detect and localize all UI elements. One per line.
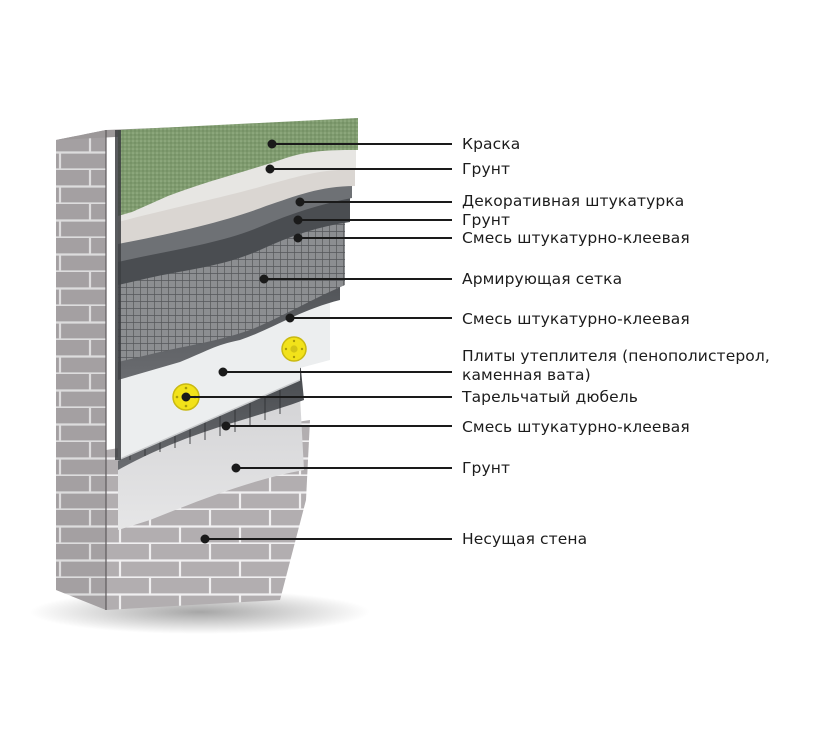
leader-dot-paint (267, 139, 277, 149)
leader-dot-adhesive-1 (293, 233, 303, 243)
label-adhesive-mix-2: Смесь штукатурно-клеевая (462, 310, 690, 328)
leader-dot-primer-1 (265, 164, 275, 174)
wall-side-shade (56, 130, 106, 610)
leader-dot-primer-3 (231, 463, 241, 473)
label-insulation-line-2: каменная вата) (462, 366, 591, 384)
label-primer-1: Грунт (462, 160, 511, 178)
label-insulation-line-1: Плиты утеплителя (пенополистерол, (462, 347, 770, 365)
label-disc-dowel: Тарельчатый дюбель (462, 388, 639, 406)
label-decorative-plaster: Декоративная штукатурка (462, 192, 685, 210)
leader-dot-wall (200, 534, 210, 544)
label-load-bearing-wall: Несущая стена (462, 530, 588, 548)
label-reinforcing-mesh: Армирующая сетка (462, 270, 623, 288)
leader-dot-primer-2 (293, 215, 303, 225)
label-adhesive-mix-3: Смесь штукатурно-клеевая (462, 418, 690, 436)
label-adhesive-mix-1: Смесь штукатурно-клеевая (462, 229, 690, 247)
leader-lines (181, 139, 452, 544)
insulation-board-edge (117, 379, 301, 461)
leader-dot-insulation (218, 367, 228, 377)
wall-side-face (56, 130, 106, 610)
leader-dot-dowel (181, 392, 191, 402)
paint-layer (118, 118, 358, 216)
leader-dot-adhesive-3 (221, 421, 231, 431)
leader-dot-adhesive-2 (285, 313, 295, 323)
label-paint: Краска (462, 135, 521, 153)
label-primer-2: Грунт (462, 211, 511, 229)
disc-dowel-2 (281, 336, 307, 362)
leader-dot-decorative-plaster (295, 197, 305, 207)
leader-dot-reinforcing-mesh (259, 274, 269, 284)
label-primer-3: Грунт (462, 459, 511, 477)
